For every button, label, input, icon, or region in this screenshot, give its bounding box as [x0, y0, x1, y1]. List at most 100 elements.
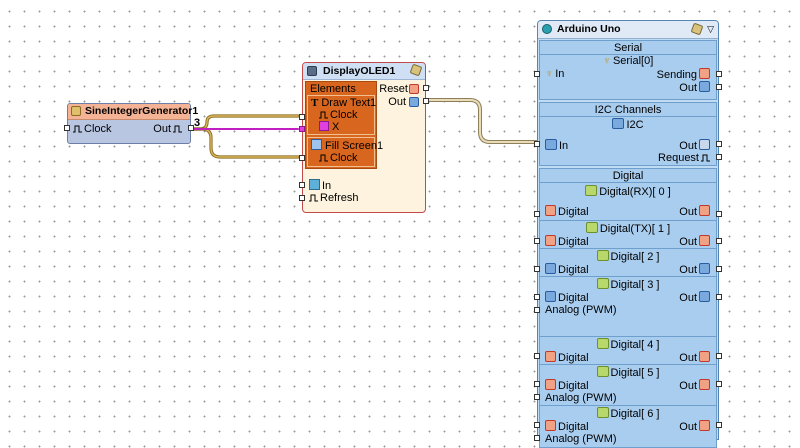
oled-refresh-pin[interactable]: [299, 195, 305, 201]
chevron-down-icon[interactable]: ▽: [707, 24, 714, 34]
draw-text-clock-pin[interactable]: [299, 114, 305, 120]
digital-pin-0[interactable]: Digital(RX)[ 0 ] Digital Out: [540, 183, 716, 221]
digital-4-out-pin[interactable]: [716, 353, 722, 359]
digital-6-pwm-pin[interactable]: [534, 435, 540, 441]
digital-0-in-pin[interactable]: [534, 211, 540, 217]
generator-out-label: Out: [153, 123, 182, 135]
generator-out-pin[interactable]: [188, 125, 194, 131]
analog-pwm-label: Analog (PWM): [545, 304, 617, 316]
fill-screen-clock-pin[interactable]: [299, 155, 305, 161]
digital-pin-1[interactable]: Digital(TX)[ 1 ] Digital Out: [540, 221, 716, 249]
i2c-in-label: In: [545, 139, 568, 152]
digital-pin-title: Digital[ 2 ]: [540, 250, 716, 263]
tools-icon[interactable]: [690, 22, 704, 36]
generator-header[interactable]: SineIntegerGenerator1: [68, 104, 198, 120]
digital-1-out-pin[interactable]: [716, 238, 722, 244]
digital-4-in-pin[interactable]: [534, 353, 540, 359]
clock-icon: [319, 111, 328, 119]
i2c-section-title: I2C Channels: [594, 104, 662, 116]
digital-3-out-pin[interactable]: [716, 294, 722, 300]
digital-pin-title: Digital[ 6 ]: [540, 407, 716, 420]
digital-out-label: Out: [679, 263, 710, 276]
arduino-icon: [542, 24, 552, 34]
i2c-request-label: Request: [658, 152, 710, 164]
serial-sending-pin[interactable]: [716, 71, 722, 77]
serial-out-pin[interactable]: [716, 84, 722, 90]
i2c-out-icon: [409, 97, 419, 107]
clock-icon: [173, 125, 182, 133]
digital-pin-title: Digital(TX)[ 1 ]: [540, 222, 716, 235]
digital-pin-4[interactable]: Digital[ 4 ] Digital Out: [540, 337, 716, 365]
generator-clock-label: Clock: [73, 123, 112, 135]
digital-input-label: Digital: [545, 263, 589, 276]
digital-6-out-pin[interactable]: [716, 422, 722, 428]
digital-3-in-pin[interactable]: [534, 294, 540, 300]
fill-screen-label: Fill Screen1: [311, 139, 383, 152]
digital-2-in-pin[interactable]: [534, 266, 540, 272]
wires: [189, 98, 538, 159]
i2c-out-pin[interactable]: [716, 141, 722, 147]
digital-out-label: Out: [679, 420, 710, 433]
clock-wire-2: [189, 127, 300, 159]
digital-0-out-pin[interactable]: [716, 211, 722, 217]
i2c-in-pin[interactable]: [534, 141, 540, 147]
arduino-header[interactable]: Arduino Uno ▽: [538, 21, 718, 39]
clock-icon: [309, 194, 318, 202]
tools-icon[interactable]: [409, 63, 423, 77]
draw-text-x-label: X: [319, 121, 339, 133]
display-icon: [307, 66, 317, 76]
digital-out-label: Out: [679, 379, 710, 392]
oled-out-label: Out: [388, 96, 406, 108]
digital-2-out-pin[interactable]: [716, 266, 722, 272]
i2c-section[interactable]: I2C Channels I2C In Out Request: [539, 102, 717, 166]
draw-text-x-pin[interactable]: [299, 126, 305, 132]
arduino-title: Arduino Uno: [557, 23, 621, 35]
serial-in-label: ♆In: [545, 68, 565, 80]
digital-6-in-pin[interactable]: [534, 422, 540, 428]
digital-pin-title: Digital[ 5 ]: [540, 366, 716, 379]
clock-icon: [701, 154, 710, 162]
digital-5-in-pin[interactable]: [534, 381, 540, 387]
digital-5-pwm-pin[interactable]: [534, 394, 540, 400]
oled-reset-label: Reset: [379, 83, 408, 95]
i2c-out-label: Out: [679, 139, 710, 152]
serial-sending-label: Sending: [657, 68, 710, 81]
oled-out-pin[interactable]: [423, 98, 429, 104]
clock-icon: [319, 154, 328, 162]
wire-count-label: 3: [194, 117, 201, 129]
arduino-uno-component[interactable]: Arduino Uno ▽ Serial ♆Serial[0] ♆In Send…: [534, 20, 722, 448]
elements-label: Elements: [310, 83, 356, 95]
digital-input-label: Digital: [545, 205, 589, 218]
sine-integer-generator-component[interactable]: SineIntegerGenerator1 Clock Out: [64, 103, 198, 144]
digital-section[interactable]: Digital Digital(RX)[ 0 ] Digital Out Dig…: [539, 168, 717, 448]
digital-pin-5[interactable]: Digital[ 5 ] Digital Out Analog (PWM): [540, 365, 716, 405]
fill-screen-clock-label: Clock: [319, 152, 358, 164]
oled-in-label: In: [309, 179, 331, 192]
clock-icon: [73, 125, 82, 133]
oled-reset-pin[interactable]: [423, 85, 429, 91]
serial-section[interactable]: Serial ♆Serial[0] ♆In Sending Out: [539, 40, 717, 100]
oled-title: DisplayOLED1: [323, 65, 396, 77]
digital-out-label: Out: [679, 205, 710, 218]
digital-1-in-pin[interactable]: [534, 238, 540, 244]
digital-pin-3[interactable]: Digital[ 3 ] Digital Out Analog (PWM): [540, 277, 716, 317]
digital-input-label: Digital: [545, 420, 589, 433]
generator-clock-pin[interactable]: [64, 125, 70, 131]
digital-pin-6[interactable]: Digital[ 6 ] Digital Out Analog (PWM): [540, 406, 716, 448]
fill-screen-element[interactable]: Fill Screen1 Clock: [307, 137, 383, 167]
digital-pin-title: Digital(RX)[ 0 ]: [540, 185, 716, 198]
digital-3-pwm-pin[interactable]: [534, 307, 540, 313]
generator-icon: [71, 106, 81, 116]
oled-in-pin[interactable]: [299, 182, 305, 188]
serial-in-pin[interactable]: [534, 71, 540, 77]
digital-5-out-pin[interactable]: [716, 381, 722, 387]
i2c-request-pin[interactable]: [716, 154, 722, 160]
digital-pin-2[interactable]: Digital[ 2 ] Digital Out: [540, 249, 716, 277]
digital-input-label: Digital: [545, 379, 589, 392]
oled-header[interactable]: DisplayOLED1: [303, 63, 425, 80]
digital-pin-title: Digital[ 3 ]: [540, 278, 716, 291]
